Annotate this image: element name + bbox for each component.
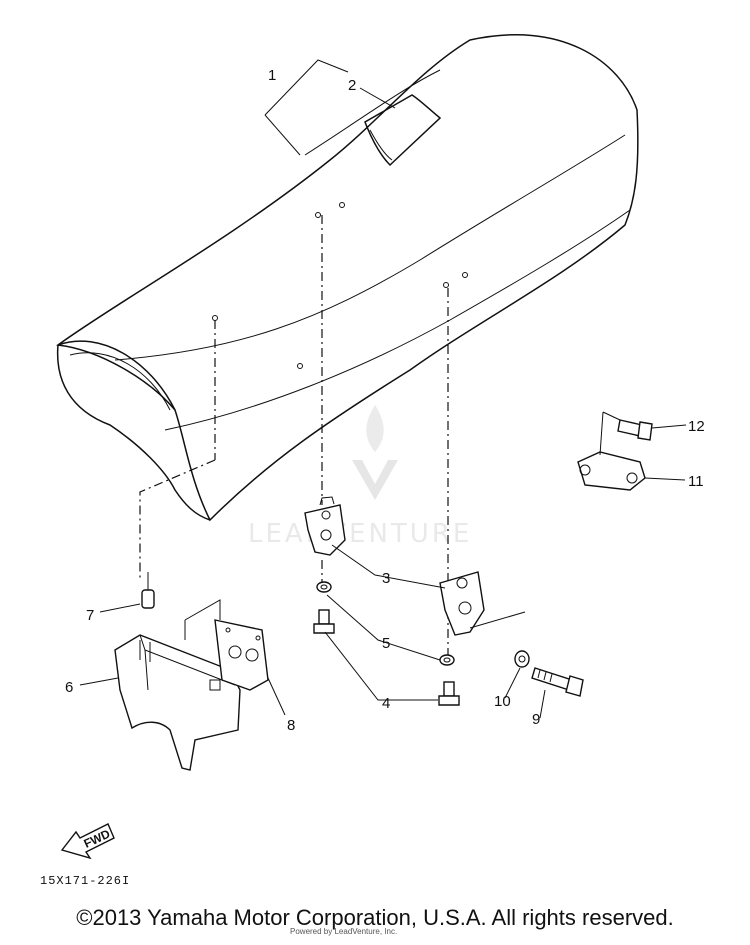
bolt-9 (531, 667, 584, 697)
label-1: 1 (268, 67, 276, 84)
label-9: 9 (532, 711, 540, 728)
nut-5a (316, 581, 332, 593)
label-4: 4 (382, 695, 390, 712)
label-7: 7 (86, 607, 94, 624)
cover-6 (114, 634, 241, 771)
label-2: 2 (348, 77, 356, 94)
screw-12 (602, 411, 653, 441)
label-3: 3 (382, 570, 390, 587)
label-8: 8 (287, 717, 295, 734)
fwd-arrow-icon: FWD (60, 823, 115, 860)
label-12: 12 (688, 418, 705, 435)
bracket-3b (439, 571, 485, 636)
copyright-notice: ©2013 Yamaha Motor Corporation, U.S.A. A… (76, 905, 674, 930)
watermark-text: LEADVENTURE (248, 519, 472, 549)
label-10: 10 (494, 693, 511, 710)
plate-8 (184, 599, 269, 691)
nut-5b (439, 654, 455, 666)
watermark-logo: LEADVENTURE (248, 405, 472, 549)
reference-code: 15X171-226I (40, 874, 130, 888)
bolt-4b (438, 681, 460, 706)
label-5: 5 (382, 635, 390, 652)
washer-10 (514, 650, 530, 668)
fastener-7 (141, 572, 155, 609)
label-11: 11 (688, 473, 704, 490)
seat (56, 34, 639, 522)
fine-print: Powered by LeadVenture, Inc. (290, 927, 398, 936)
label-6: 6 (65, 679, 73, 696)
bracket-3a (304, 496, 346, 556)
bolt-4a (313, 609, 335, 634)
